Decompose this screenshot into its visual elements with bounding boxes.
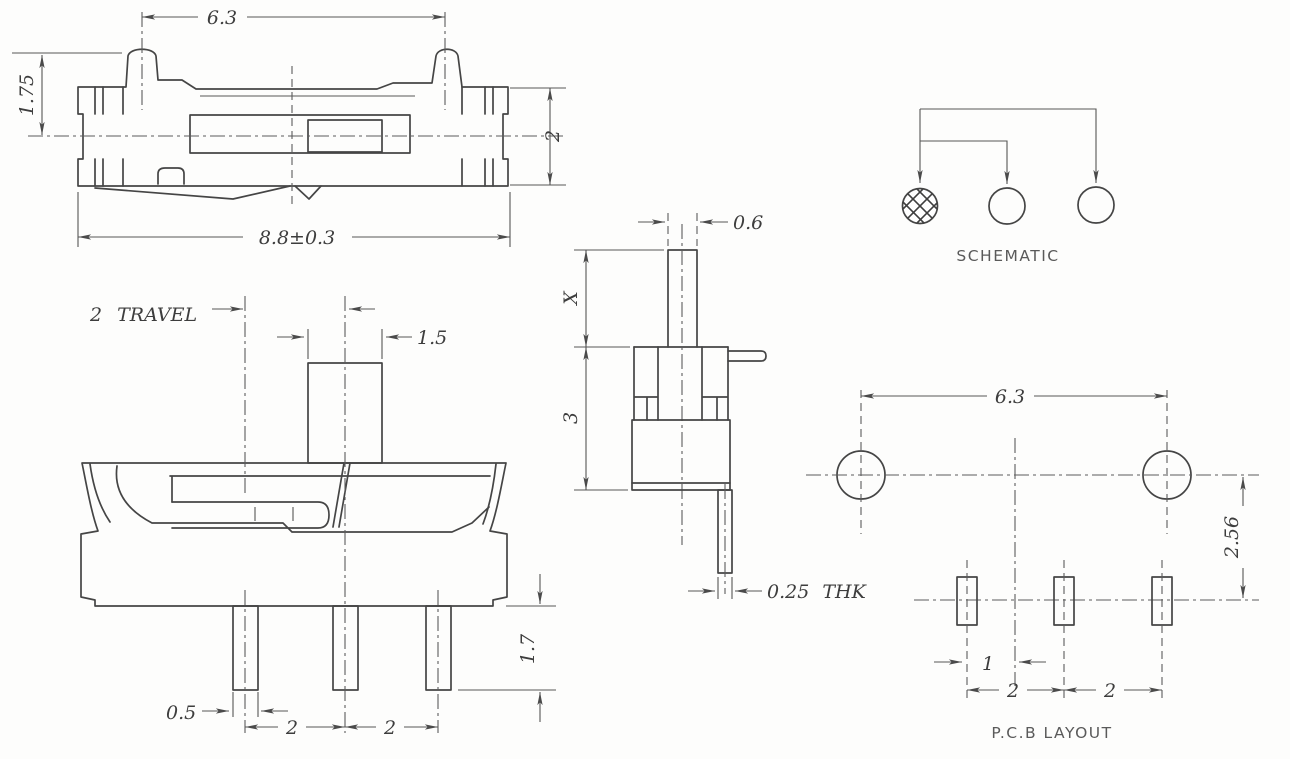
terminal-circle-3 [1077,186,1115,224]
dim-pin-length: 1.7 [517,633,539,664]
window-ticks [254,507,294,521]
schematic-caption: SCHEMATIC [956,247,1059,265]
terminal-common-hatch [903,189,937,223]
side-view: 0.6 X 3 0.25 THK [560,212,868,603]
front-view: 2 TRAVEL 1.5 0.5 2 2 1.7 [80,296,556,739]
pcb-layout-view: 6.3 2.56 1 2 2 P.C.B LAYOUT [806,386,1259,742]
slider-slot [189,114,411,154]
dim-pad-to-center: 1 [982,653,994,675]
wire-inner [920,140,1010,184]
body-outline [77,48,509,187]
body-lower [631,419,731,491]
cover-plate-line [169,475,491,503]
pcb-caption: P.C.B LAYOUT [991,724,1112,742]
dim-post-span: 6.3 [207,7,237,29]
dim-hole-span: 6.3 [995,386,1025,408]
dim-overall-width: 8.8±0.3 [259,227,335,249]
dim-travel: 2 TRAVEL [89,304,197,326]
corner-tabs [94,86,494,187]
dim-body-height-side: 3 [560,412,582,424]
dim-pad-pitch-right: 2 [1103,680,1116,702]
dim-body-height: 2 [542,130,564,143]
dim-pin-width: 0.5 [166,702,196,724]
centerline-posts [141,12,446,110]
dim-pin-pitch-right: 2 [383,717,396,739]
dim-row-offset: 2.56 [1221,516,1243,559]
dim-knob-height: X [560,290,582,307]
bottom-spring-flap [94,185,322,200]
dim-pad-pitch-left: 2 [1006,680,1019,702]
top-view: 6.3 1.75 2 8.8±0.3 [12,7,566,249]
slider-window [171,501,330,529]
terminal-circle-2 [988,187,1026,225]
corner-horn-right [482,463,497,525]
schematic-view: SCHEMATIC [901,108,1115,265]
dim-pin-pitch-left: 2 [285,717,298,739]
body-outline [80,462,508,607]
knob-base-slants [332,462,351,528]
flange-right [701,346,729,421]
dim-post-height: 1.75 [16,74,38,116]
bottom-detent [157,167,185,185]
dim-knob-thickness: 0.6 [733,212,763,234]
dim-knob-width: 1.5 [417,327,447,349]
wire-outer [920,108,1099,183]
side-arm [727,350,767,362]
corner-horn-left [89,463,111,523]
dim-terminal-thickness: 0.25 THK [767,581,868,603]
pad-centerlines [966,560,1163,703]
flange-left [633,346,659,421]
